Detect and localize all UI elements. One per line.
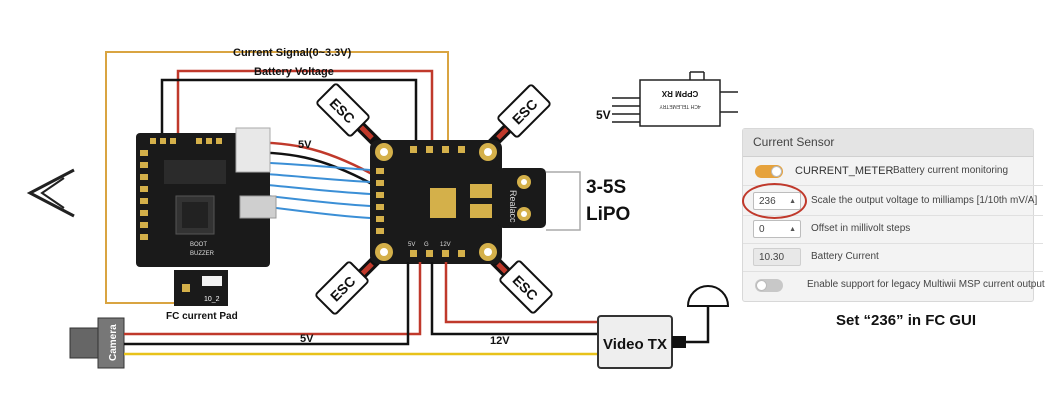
camera-5v-wire-red	[124, 262, 422, 336]
pdb-5v-label: 5V	[408, 242, 415, 248]
direction-arrow-icon	[26, 168, 75, 218]
camera-5v-label: 5V	[300, 333, 314, 345]
current-meter-label: CURRENT_METER	[795, 165, 894, 177]
battery-voltage-wire-red	[176, 69, 434, 150]
battery-current-label: Battery Current	[811, 251, 879, 262]
receiver: CPPM RX 4CH TELEMETRY	[612, 71, 738, 127]
fc-buzzer-label: BUZZER	[190, 251, 215, 257]
scale-highlight-circle	[742, 183, 807, 219]
offset-input[interactable]: 0 ▲	[753, 220, 801, 238]
legacy-msp-toggle[interactable]	[755, 279, 783, 292]
esc-top-right: ESC	[497, 84, 551, 138]
current-signal-label: Current Signal(0~3.3V)	[233, 47, 352, 59]
scale-desc: Scale the output voltage to milliamps [1…	[811, 195, 1038, 206]
current-meter-row: CURRENT_METER Battery current monitoring	[743, 159, 1043, 186]
battery-voltage-wire-black	[160, 78, 418, 150]
battery-label-line1: 3-5S	[586, 177, 626, 198]
offset-row: 0 ▲ Offset in millivolt steps	[743, 217, 1043, 244]
video-tx-label: Video TX	[603, 336, 667, 353]
legacy-msp-desc: Enable support for legacy Multiwii MSP c…	[807, 279, 1045, 290]
vtx-12v-label: 12V	[490, 335, 510, 347]
wiring-diagram: Current Signal(0~3.3V) Battery Voltage 5…	[26, 47, 738, 369]
fc-current-pad-label: FC current Pad	[166, 311, 238, 322]
spinner-arrows-icon: ▲	[789, 226, 796, 233]
offset-value: 0	[759, 224, 765, 235]
receiver-telemetry-label: 4CH TELEMETRY	[659, 103, 701, 109]
camera-label: Camera	[108, 324, 119, 361]
vtx-12v-wire-red	[444, 262, 598, 324]
current-meter-desc: Battery current monitoring	[893, 165, 1009, 176]
camera-5v-wire-black	[124, 262, 410, 346]
video-transmitter: Video TX	[597, 285, 730, 369]
power-distribution-board: Realacc 5V 12V G	[370, 140, 546, 264]
fc-current-pad: 10_2	[174, 270, 228, 306]
receiver-model-label: CPPM RX	[661, 89, 698, 98]
current-signal-wire	[105, 51, 449, 304]
battery-current-value: 10.30	[753, 248, 801, 266]
pdb-brand-label: Realacc	[508, 190, 518, 223]
vtx-12v-wire-black	[430, 262, 598, 336]
battery-current-row: 10.30 Battery Current	[743, 245, 1043, 272]
panel-title: Current Sensor	[743, 129, 1033, 157]
esc-top-left: ESC	[316, 83, 370, 137]
panel-caption: Set “236” in FC GUI	[836, 312, 977, 329]
fc-pad-number: 10_2	[204, 296, 220, 303]
legacy-msp-row: Enable support for legacy Multiwii MSP c…	[743, 273, 1045, 299]
current-meter-toggle[interactable]	[755, 165, 783, 178]
battery-voltage-label: Battery Voltage	[254, 66, 334, 78]
fc-boot-label: BOOT	[190, 242, 207, 248]
current-sensor-panel: Current Sensor CURRENT_METER Battery cur…	[742, 128, 1045, 302]
battery-bracket	[546, 171, 581, 231]
fc-5v-label: 5V	[298, 139, 312, 151]
receiver-5v-label: 5V	[596, 108, 611, 122]
battery-label-line2: LiPO	[586, 204, 630, 225]
offset-desc: Offset in millivolt steps	[811, 223, 911, 234]
pdb-12v-label: 12V	[440, 242, 451, 248]
camera: Camera	[69, 317, 125, 369]
antenna-icon	[686, 285, 730, 307]
pdb-g-label: G	[424, 242, 429, 248]
flight-controller: BOOT BUZZER	[136, 127, 277, 267]
